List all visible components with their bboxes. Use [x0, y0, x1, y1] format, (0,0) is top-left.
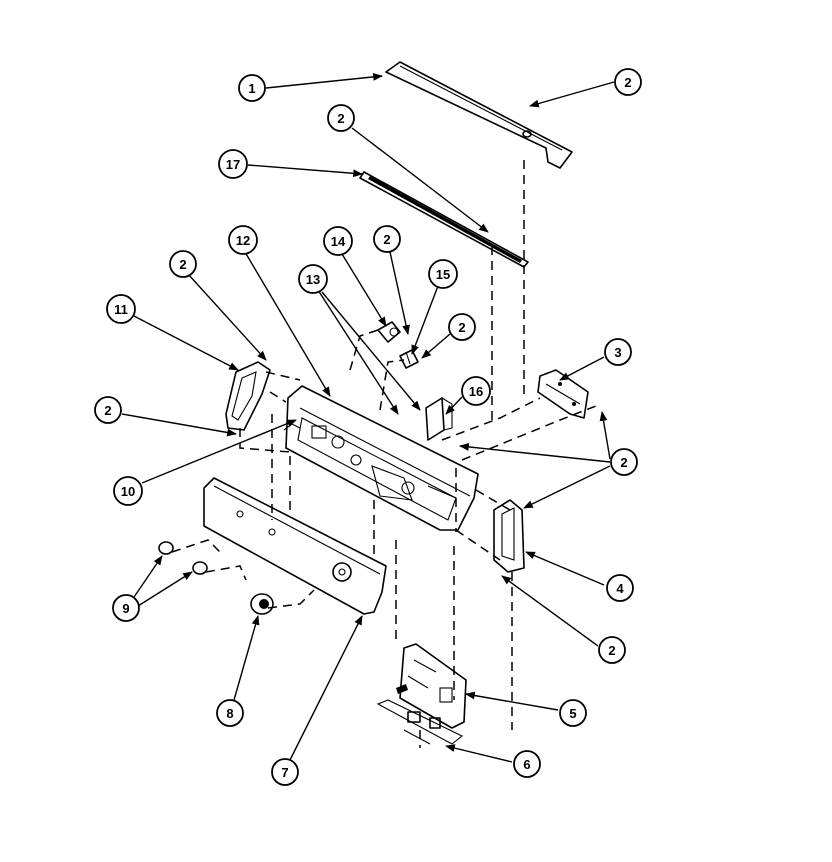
svg-text:14: 14: [331, 234, 346, 249]
left-end-cap: [225, 361, 271, 431]
bracket-14-part: [377, 321, 401, 343]
callout-6: 6: [513, 750, 541, 778]
switch-6: [376, 699, 464, 745]
top-cover-part: [385, 61, 573, 169]
svg-text:5: 5: [569, 706, 576, 721]
callout-13: 13: [298, 264, 328, 294]
clip-15-part: [399, 349, 419, 369]
housing-16-part: [425, 397, 453, 441]
button-9-lower: [192, 561, 208, 575]
callout-2-clip: 2: [448, 313, 476, 341]
callout-2-top-right: 2: [614, 68, 642, 96]
callout-11: 11: [106, 294, 136, 324]
right-end-cap: [493, 499, 525, 573]
svg-text:2: 2: [608, 643, 615, 658]
callout-15: 15: [428, 259, 458, 289]
svg-text:16: 16: [469, 384, 483, 399]
callout-1: 1: [238, 74, 266, 102]
callout-12: 12: [228, 225, 258, 255]
callout-9: 9: [112, 594, 140, 622]
front-console-cover: [203, 477, 387, 615]
svg-text:2: 2: [383, 232, 390, 247]
right-bracket-plate: [537, 369, 589, 419]
svg-text:15: 15: [436, 267, 450, 282]
callout-2-bracket: 2: [373, 225, 401, 253]
callout-3: 3: [604, 338, 632, 366]
svg-text:7: 7: [281, 765, 288, 780]
callout-2-left: 2: [94, 396, 122, 424]
callout-10: 10: [113, 476, 143, 506]
svg-text:9: 9: [122, 601, 129, 616]
callout-8: 8: [216, 699, 244, 727]
callout-14: 14: [323, 226, 353, 256]
svg-text:13: 13: [306, 272, 320, 287]
svg-text:1: 1: [248, 81, 255, 96]
console-panel: [285, 385, 479, 531]
callout-17: 17: [218, 149, 248, 179]
svg-text:12: 12: [236, 233, 250, 248]
leader-lines: [121, 73, 615, 763]
callout-2-left-cap: 2: [169, 250, 197, 278]
svg-text:17: 17: [226, 157, 240, 172]
callout-16: 16: [461, 376, 491, 406]
callout-5: 5: [559, 699, 587, 727]
svg-text:2: 2: [624, 75, 631, 90]
svg-text:2: 2: [620, 455, 627, 470]
svg-text:3: 3: [614, 345, 621, 360]
button-9-upper: [158, 541, 174, 555]
control-board-5: [396, 643, 467, 729]
svg-text:8: 8: [226, 706, 233, 721]
assembly-guide-lines: [171, 160, 597, 748]
svg-text:4: 4: [616, 581, 624, 596]
callout-4: 4: [606, 574, 634, 602]
callout-2-right: 2: [610, 448, 638, 476]
svg-text:6: 6: [523, 757, 530, 772]
callout-2-bottom-right: 2: [598, 636, 626, 664]
svg-text:10: 10: [121, 484, 135, 499]
callout-2-rail: 2: [327, 104, 355, 132]
svg-text:2: 2: [337, 111, 344, 126]
svg-text:2: 2: [179, 257, 186, 272]
callout-7: 7: [271, 758, 299, 786]
svg-text:2: 2: [458, 320, 465, 335]
svg-text:11: 11: [114, 302, 128, 317]
svg-text:2: 2: [104, 403, 111, 418]
knob-8: [250, 593, 274, 615]
